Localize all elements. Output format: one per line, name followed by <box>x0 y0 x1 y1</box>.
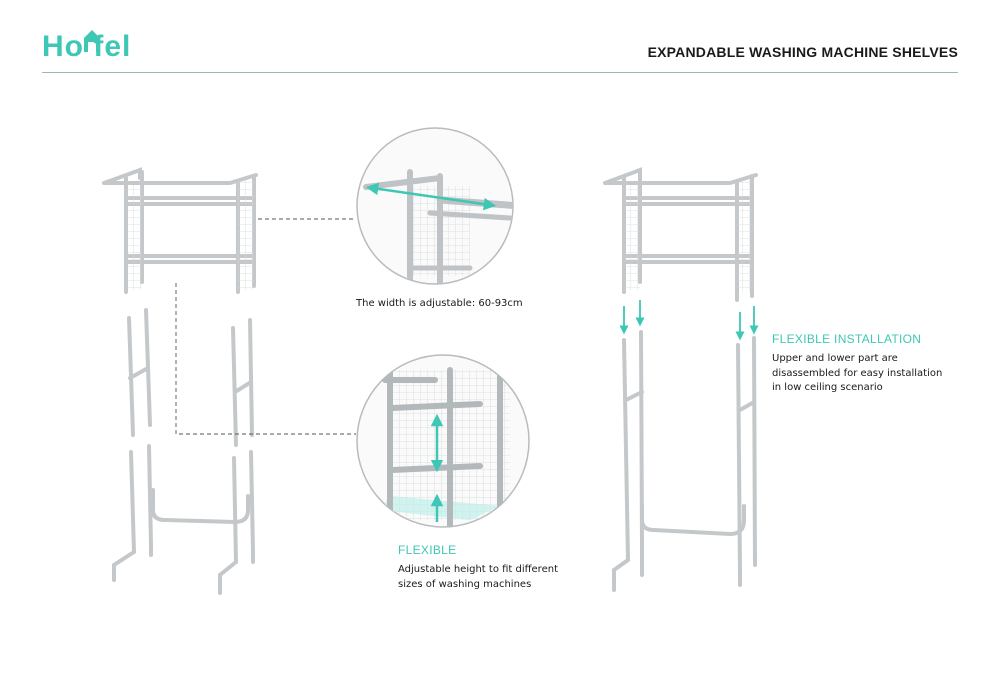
side-grid-right-b <box>737 180 753 292</box>
zoom-circle-height <box>356 354 530 528</box>
flexible-installation-heading: FLEXIBLE INSTALLATION <box>772 332 922 346</box>
install-arrows <box>619 300 759 341</box>
width-caption: The width is adjustable: 60-93cm <box>356 298 523 309</box>
side-grid-right-a <box>625 185 640 290</box>
installation-line-1: Upper and lower part are <box>772 353 898 364</box>
installation-line-2: disassembled for easy installation <box>772 367 943 379</box>
side-grid-left-a <box>127 185 142 290</box>
flexible-description: Adjustable height to fit different sizes… <box>398 563 558 592</box>
zoom-circle-width <box>356 127 514 285</box>
flexible-heading: FLEXIBLE <box>398 543 457 557</box>
side-grid-left-b <box>238 180 254 290</box>
house-icon <box>84 30 100 52</box>
header-divider <box>42 72 958 73</box>
flexible-line-2: sizes of washing machines <box>398 578 532 590</box>
shelf-left <box>102 167 258 595</box>
flexible-line-1: Adjustable height to fit different <box>398 564 558 575</box>
flexible-installation-description: Upper and lower part are disassembled fo… <box>772 352 942 396</box>
leader-lines <box>175 218 356 435</box>
installation-line-3: in low ceiling scenario <box>772 382 883 393</box>
page-title: EXPANDABLE WASHING MACHINE SHELVES <box>647 44 958 60</box>
